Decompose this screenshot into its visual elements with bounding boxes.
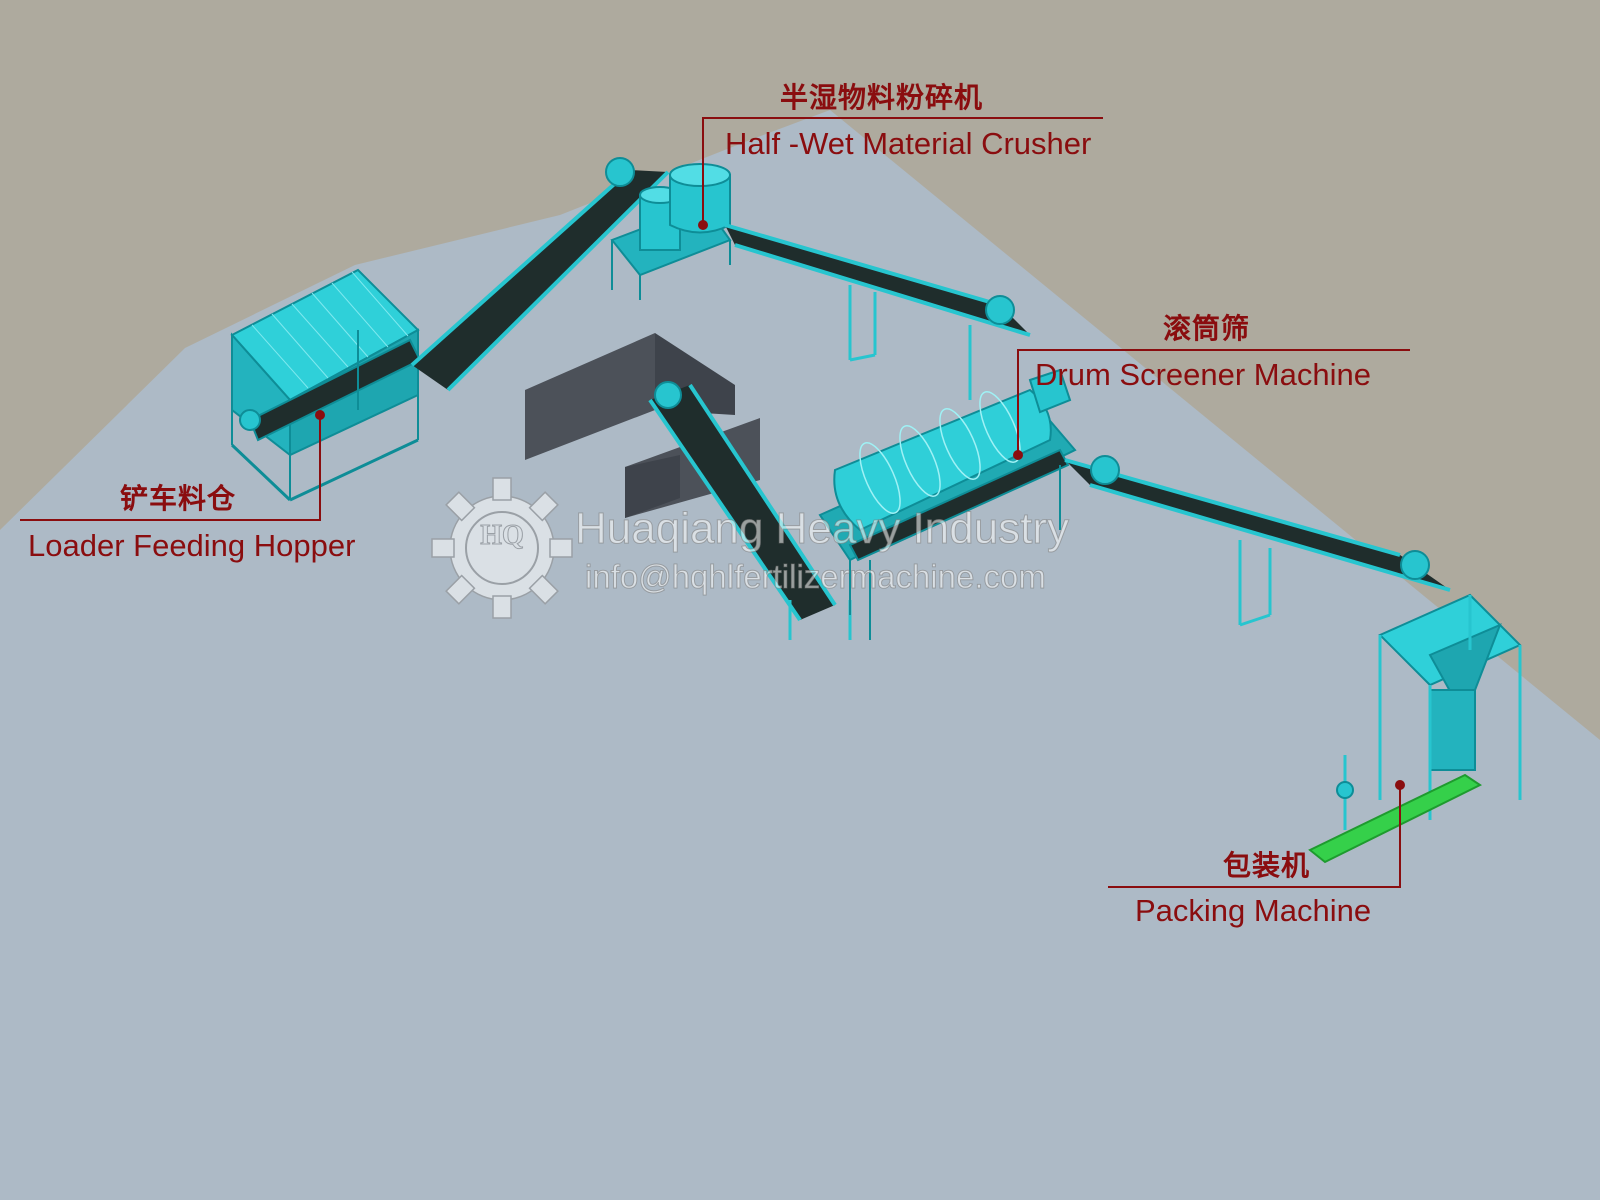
packing-leader [1108, 785, 1401, 888]
hopper-leader [20, 415, 321, 521]
crusher-label-zh: 半湿物料粉碎机 [780, 81, 984, 114]
conveyor-screener-to-packing [1064, 455, 1451, 627]
packing-machine [1308, 593, 1522, 864]
packing-label-en: Packing Machine [1135, 893, 1372, 928]
watermark-company: Huaqiang Heavy Industry [574, 504, 1070, 553]
loader-feeding-hopper [230, 268, 422, 502]
floor-plane [0, 110, 1600, 1200]
conveyor-crusher-to-screener [724, 223, 1031, 400]
screener-label-zh: 滚筒筛 [1163, 312, 1251, 345]
drum-screener-machine [818, 368, 1077, 640]
crusher-label-en: Half -Wet Material Crusher [725, 126, 1092, 161]
hopper-label-en: Loader Feeding Hopper [28, 528, 356, 563]
watermark-email: info@hqhlfertilizermachine.com [585, 558, 1047, 595]
packing-label-zh: 包装机 [1223, 849, 1311, 882]
callout-dots [315, 220, 1405, 790]
screener-leader [1017, 349, 1410, 455]
screener-label-en: Drum Screener Machine [1035, 357, 1371, 392]
callout-leaders [20, 117, 1410, 888]
return-conveyor [648, 381, 852, 640]
conveyor-hopper-to-crusher [410, 157, 670, 392]
gear-icon: HQ [431, 477, 573, 619]
watermark-logo-text: HQ [480, 520, 524, 551]
hopper-label-zh: 铲车料仓 [120, 482, 237, 515]
crusher-leader [702, 117, 1103, 225]
